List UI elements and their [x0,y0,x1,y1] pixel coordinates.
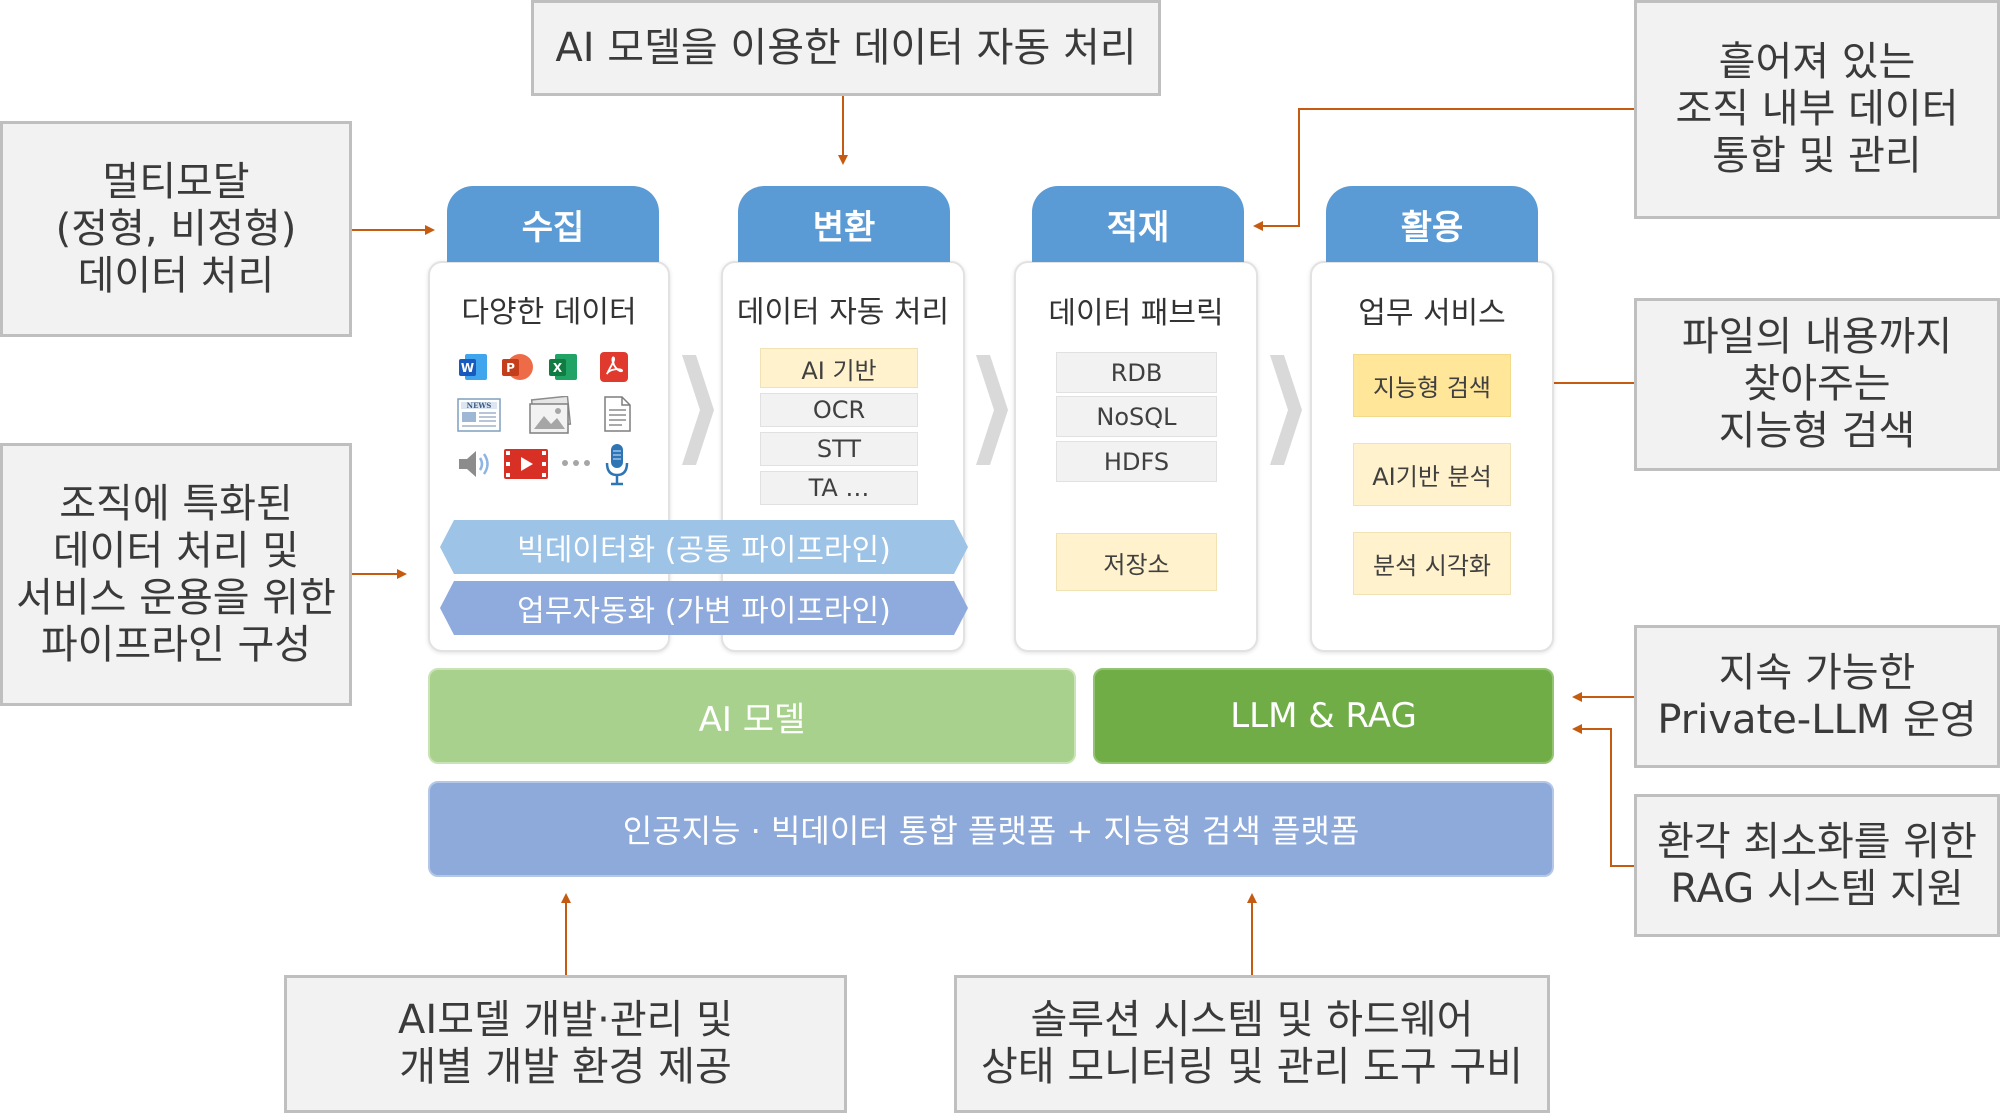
callout-private-llm-lines: 지속 가능한 Private-LLM 운영 [1657,650,1976,744]
document-icon [603,396,631,432]
load-storage: 저장소 [1056,533,1217,591]
callout-ai-model-dev: AI모델 개발·관리 및 개별 개발 환경 제공 [284,975,847,1113]
callout-monitoring: 솔루션 시스템 및 하드웨어 상태 모니터링 및 관리 도구 구비 [954,975,1550,1113]
stage-title-use: 업무 서비스 [1358,296,1506,331]
callout-line: 서비스 운용을 위한 [16,574,336,621]
callout-private-llm: 지속 가능한 Private-LLM 운영 [1634,625,2000,768]
svg-text:P: P [506,361,515,375]
transform-item-stt: STT [760,432,918,466]
callout-auto-processing: AI 모델을 이용한 데이터 자동 처리 [531,0,1161,96]
chevron-right-icon [682,355,714,465]
callout-line: 멀티모달 [102,158,250,205]
callout-rag-lines: 환각 최소화를 위한 RAG 시스템 지원 [1657,819,1977,913]
callout-line: 지능형 검색 [1718,408,1916,454]
callout-line: 조직 내부 데이터 [1675,86,1959,132]
stage-header-use: 활용 [1326,186,1538,262]
callout-line: 찾아주는 [1743,361,1891,407]
callout-monitoring-lines: 솔루션 시스템 및 하드웨어 상태 모니터링 및 관리 도구 구비 [981,997,1523,1091]
stage-title-transform: 데이터 자동 처리 [736,295,950,330]
callout-line: AI모델 개발·관리 및 [398,997,733,1043]
load-item-rdb: RDB [1056,352,1217,393]
callout-ai-model-dev-lines: AI모델 개발·관리 및 개별 개발 환경 제공 [398,997,733,1091]
callout-rag: 환각 최소화를 위한 RAG 시스템 지원 [1634,794,2000,937]
callout-intelligent-search-lines: 파일의 내용까지 찾아주는 지능형 검색 [1682,314,1952,455]
callout-line: (정형, 비정형) [55,205,297,252]
speaker-icon [457,447,493,481]
chevron-right-icon [976,355,1008,465]
platform-bar: 인공지능 · 빅데이터 통합 플랫폼 + 지능형 검색 플랫폼 [428,781,1554,877]
use-item-visualization: 분석 시각화 [1353,532,1511,595]
callout-line: 환각 최소화를 위한 [1657,818,1977,865]
load-item-nosql: NoSQL [1056,396,1217,437]
use-item-ai-analysis: AI기반 분석 [1353,443,1511,506]
stage-header-load: 적재 [1032,186,1244,262]
chevron-right-icon [1270,355,1302,465]
ellipsis-icon [560,456,592,470]
callout-multimodal-lines: 멀티모달 (정형, 비정형) 데이터 처리 [56,159,297,300]
image-icon [527,396,573,436]
powerpoint-icon: P [500,351,534,383]
callout-line: 통합 및 관리 [1712,133,1922,179]
callout-data-integration-lines: 흩어져 있는 조직 내부 데이터 통합 및 관리 [1675,39,1958,180]
svg-text:X: X [553,361,563,375]
pipeline-automation: 업무자동화 (가변 파이프라인) [440,581,968,635]
stage-header-collect: 수집 [447,186,659,262]
callout-line: Private-LLM 운영 [1657,696,1977,743]
callout-pipeline: 조직에 특화된 데이터 처리 및 서비스 운용을 위한 파이프라인 구성 [0,443,352,706]
callout-auto-processing-text: AI 모델을 이용한 데이터 자동 처리 [555,24,1137,71]
word-icon: W [457,351,489,383]
transform-item-ta: TA … [760,471,918,505]
pipeline-bigdata: 빅데이터화 (공통 파이프라인) [440,520,968,574]
use-item-intelligent-search: 지능형 검색 [1353,354,1511,417]
stage-title-collect: 다양한 데이터 [461,295,637,330]
callout-line: 지속 가능한 [1718,649,1916,696]
ai-model-bar: AI 모델 [428,668,1076,764]
llm-rag-bar: LLM & RAG [1093,668,1554,764]
stage-header-transform: 변환 [738,186,950,262]
svg-text:NEWS: NEWS [467,401,492,410]
transform-item-ai: AI 기반 [760,348,918,388]
callout-intelligent-search: 파일의 내용까지 찾아주는 지능형 검색 [1634,298,2000,471]
callout-pipeline-lines: 조직에 특화된 데이터 처리 및 서비스 운용을 위한 파이프라인 구성 [16,481,336,669]
callout-line: RAG 시스템 지원 [1670,865,1964,912]
callout-line: 개별 개발 환경 제공 [399,1044,732,1090]
transform-item-ocr: OCR [760,393,918,427]
callout-multimodal: 멀티모달 (정형, 비정형) 데이터 처리 [0,121,352,337]
svg-text:W: W [461,361,474,375]
callout-line: 데이터 처리 [77,252,275,299]
callout-line: 파이프라인 구성 [40,621,312,668]
callout-line: 조직에 특화된 [59,480,293,527]
excel-icon: X [547,351,579,383]
callout-data-integration: 흩어져 있는 조직 내부 데이터 통합 및 관리 [1634,0,2000,219]
callout-line: 상태 모니터링 및 관리 도구 구비 [981,1044,1523,1090]
microphone-icon [604,443,630,487]
callout-line: 솔루션 시스템 및 하드웨어 [1030,997,1474,1043]
callout-line: 데이터 처리 및 [52,527,300,574]
stage-title-load: 데이터 패브릭 [1048,296,1224,331]
callout-line: 파일의 내용까지 [1681,314,1953,360]
pdf-icon [599,351,629,383]
callout-line: 흩어져 있는 [1718,39,1916,85]
news-icon: NEWS [457,398,501,432]
load-item-hdfs: HDFS [1056,441,1217,482]
video-icon [503,447,549,481]
